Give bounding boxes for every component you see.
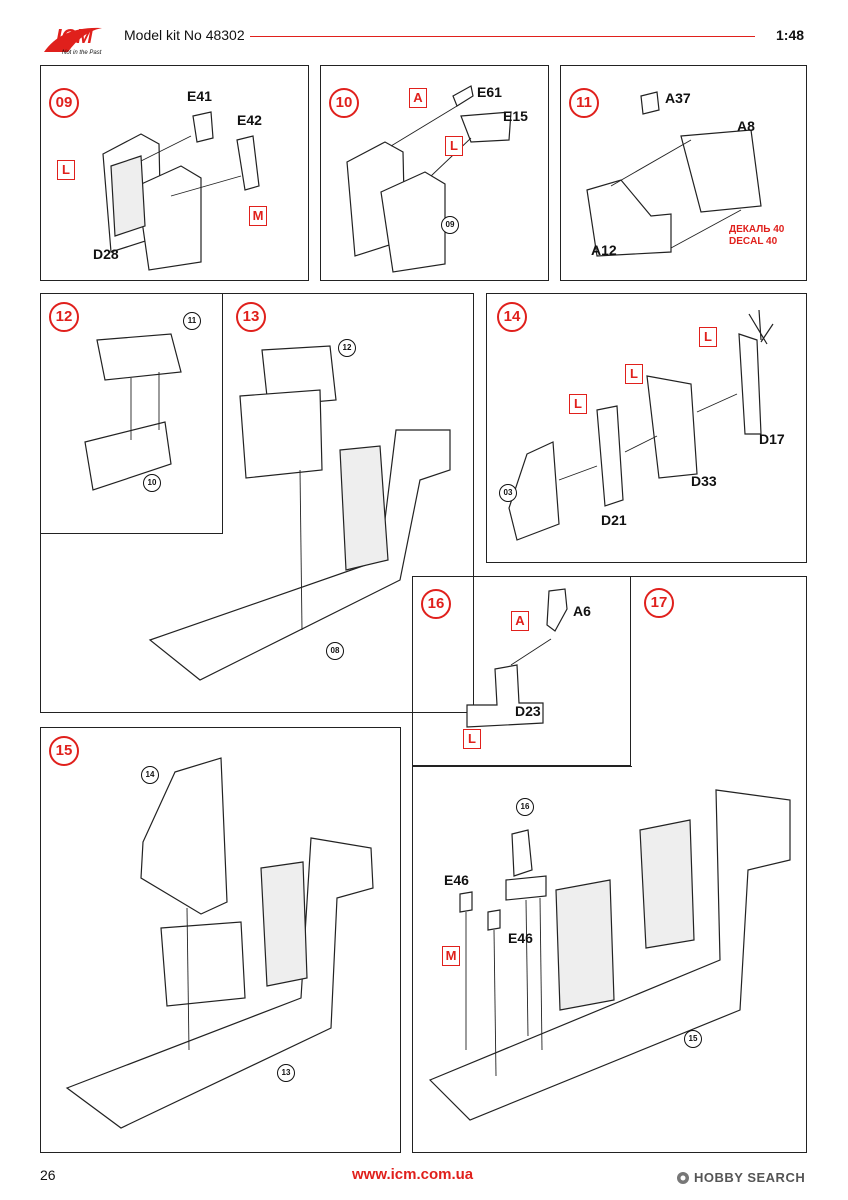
step-14-panel: 14 D17 D33 D21 L L L 03 bbox=[486, 293, 807, 563]
logo-tagline: Not in the Past bbox=[62, 50, 102, 56]
decal-en: DECAL 40 bbox=[729, 236, 778, 247]
paint-marker: L bbox=[699, 327, 717, 347]
part-label: E46 bbox=[444, 872, 469, 888]
step-number: 11 bbox=[569, 88, 599, 118]
step-reference: 10 bbox=[143, 474, 161, 492]
step-number: 12 bbox=[49, 302, 79, 332]
step-13-top-edge bbox=[222, 293, 474, 294]
step-number: 17 bbox=[644, 588, 674, 618]
step-15-panel: 15 14 13 bbox=[40, 727, 401, 1153]
logo-text: ICM bbox=[56, 26, 93, 48]
step-number: 10 bbox=[329, 88, 359, 118]
part-label: A6 bbox=[573, 603, 591, 619]
step-12-drawing bbox=[84, 333, 182, 491]
decal-ru: ДЕКАЛЬ 40 bbox=[729, 224, 785, 235]
step-10-drawing bbox=[346, 85, 512, 273]
decal-note: ДЕКАЛЬ 40 DECAL 40 bbox=[729, 224, 784, 248]
page-number: 26 bbox=[40, 1167, 56, 1183]
step-09-panel: 09 E41 E42 D28 L M bbox=[40, 65, 309, 281]
part-label: D28 bbox=[93, 246, 119, 262]
part-label: E61 bbox=[477, 84, 502, 100]
step-number: 14 bbox=[497, 302, 527, 332]
step-reference: 13 bbox=[277, 1064, 295, 1082]
step-reference: 03 bbox=[499, 484, 517, 502]
step-number: 15 bbox=[49, 736, 79, 766]
step-number: 16 bbox=[421, 589, 451, 619]
step-reference: 12 bbox=[338, 339, 356, 357]
step-17-panel bbox=[412, 576, 807, 1153]
step-17-mid-edge bbox=[412, 766, 632, 767]
paint-marker: L bbox=[463, 729, 481, 749]
step-reference: 09 bbox=[441, 216, 459, 234]
step-reference: 16 bbox=[516, 798, 534, 816]
step-reference: 15 bbox=[684, 1030, 702, 1048]
step-number: 09 bbox=[49, 88, 79, 118]
part-label: D17 bbox=[759, 431, 785, 447]
part-label: A12 bbox=[591, 242, 617, 258]
paint-marker: L bbox=[445, 136, 463, 156]
scale-label: 1:48 bbox=[776, 27, 805, 43]
step-reference: 11 bbox=[183, 312, 201, 330]
part-label: A8 bbox=[737, 118, 755, 134]
step-reference: 08 bbox=[326, 642, 344, 660]
header-rule bbox=[250, 36, 755, 37]
part-label: E42 bbox=[237, 112, 262, 128]
step-17-top-edge bbox=[631, 576, 807, 577]
part-label: E46 bbox=[508, 930, 533, 946]
step-13-outline bbox=[40, 533, 474, 713]
step-16-drawing bbox=[466, 588, 568, 728]
part-label: E15 bbox=[503, 108, 528, 124]
step-12-panel: 12 11 10 bbox=[40, 293, 223, 534]
step-reference: 14 bbox=[141, 766, 159, 784]
watermark: HOBBY SEARCH bbox=[676, 1170, 836, 1188]
paint-marker: A bbox=[511, 611, 529, 631]
website-link[interactable]: www.icm.com.ua bbox=[352, 1166, 474, 1183]
paint-marker: A bbox=[409, 88, 427, 108]
step-11-panel: 11 A37 A8 A12 ДЕКАЛЬ 40 DECAL 40 bbox=[560, 65, 807, 281]
step-13-left-edge bbox=[40, 533, 223, 534]
part-label: D21 bbox=[601, 512, 627, 528]
paint-marker: L bbox=[569, 394, 587, 414]
hobby-search-logo-icon bbox=[677, 1172, 689, 1184]
paint-marker: M bbox=[442, 946, 460, 966]
part-label: E41 bbox=[187, 88, 212, 104]
paint-marker: L bbox=[625, 364, 643, 384]
step-number: 13 bbox=[236, 302, 266, 332]
part-label: D33 bbox=[691, 473, 717, 489]
step-09-drawing bbox=[102, 111, 260, 271]
step-15-drawing bbox=[65, 757, 374, 1129]
logo-swoosh-icon bbox=[44, 27, 102, 52]
step-17-left-edge bbox=[412, 766, 413, 1153]
part-label: D23 bbox=[515, 703, 541, 719]
step-10-panel: 10 E61 E15 A L 09 bbox=[320, 65, 549, 281]
step-14-drawing bbox=[508, 309, 774, 541]
step-11-drawing bbox=[586, 91, 762, 257]
paint-marker: M bbox=[249, 206, 267, 226]
step-16-panel: 16 A6 D23 A L bbox=[412, 576, 631, 766]
model-kit-title: Model kit No 48302 bbox=[124, 27, 245, 43]
paint-marker: L bbox=[57, 160, 75, 180]
icm-logo: ICM Not in the Past bbox=[42, 22, 112, 60]
watermark-text: HOBBY SEARCH bbox=[694, 1170, 806, 1185]
part-label: A37 bbox=[665, 90, 691, 106]
